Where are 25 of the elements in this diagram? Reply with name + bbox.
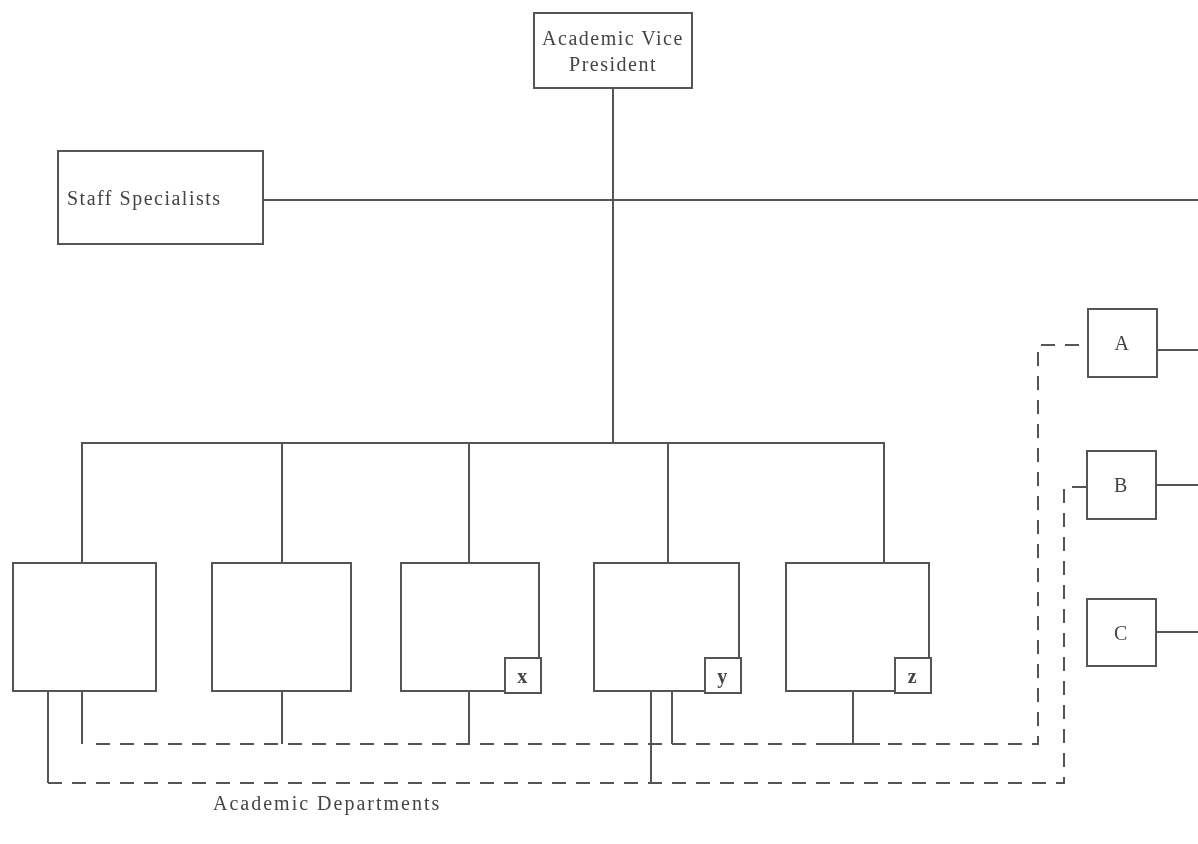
department-box bbox=[12, 562, 157, 692]
org-box bbox=[1086, 450, 1157, 520]
node-label: z bbox=[907, 663, 919, 689]
node-label: B bbox=[1114, 473, 1129, 498]
department-box bbox=[211, 562, 352, 692]
tag-box bbox=[894, 657, 932, 694]
org-box bbox=[533, 12, 693, 89]
node-label: x bbox=[517, 663, 529, 689]
node-label: A bbox=[1114, 331, 1131, 356]
caption-text: Academic Departments bbox=[213, 792, 442, 815]
connector-line bbox=[1156, 631, 1198, 633]
department-box bbox=[593, 562, 740, 692]
node-label: Staff Specialists bbox=[67, 185, 222, 211]
org-box bbox=[57, 150, 264, 245]
department-box bbox=[785, 562, 930, 692]
tag-box bbox=[704, 657, 742, 694]
node-label: y bbox=[717, 663, 729, 689]
connector-line bbox=[1157, 349, 1198, 351]
org-box bbox=[1086, 598, 1157, 667]
connector-line bbox=[1156, 484, 1198, 486]
node-label: Academic Vice President bbox=[541, 25, 685, 77]
tag-box bbox=[504, 657, 542, 694]
org-box bbox=[1087, 308, 1158, 378]
department-box bbox=[400, 562, 540, 692]
node-label: C bbox=[1114, 620, 1129, 646]
